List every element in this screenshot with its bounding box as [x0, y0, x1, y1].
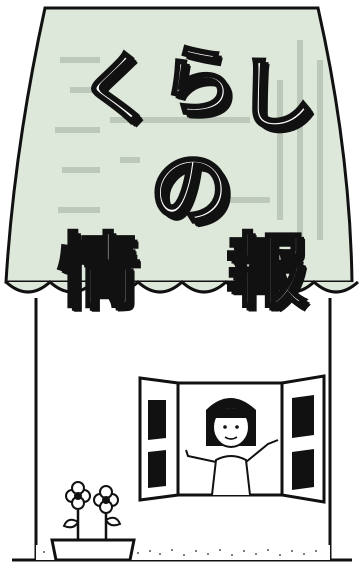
- title-char-jou: 情: [57, 225, 140, 318]
- title-char-hou: 報: [225, 225, 308, 318]
- newspaper-texture: [55, 40, 323, 240]
- title-char-shi: し: [235, 49, 318, 142]
- flower-pot: [50, 481, 136, 562]
- girl-figure: [185, 398, 279, 496]
- flower-left: [65, 481, 91, 510]
- flower-right: [93, 485, 119, 514]
- title-char-ra: ら: [158, 38, 239, 128]
- house-wall: [34, 298, 332, 560]
- title-char-no: の: [148, 143, 233, 238]
- foundation-dots: [43, 549, 317, 556]
- roof-scallop: [4, 279, 360, 294]
- title-char-ku: く: [73, 42, 160, 140]
